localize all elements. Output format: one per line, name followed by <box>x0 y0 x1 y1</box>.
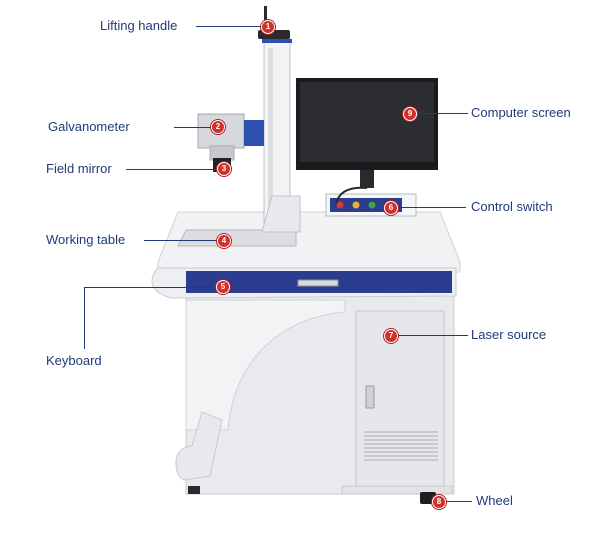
badge-4: 4 <box>217 234 231 248</box>
leader-line-keyboard-v <box>84 287 85 349</box>
label-working-table: Working table <box>46 232 126 247</box>
label-computer-screen: Computer screen <box>471 105 571 120</box>
drawer-handle <box>297 279 339 287</box>
label-keyboard: Keyboard <box>46 353 102 368</box>
galvanometer-bracket <box>209 145 235 161</box>
label-control-switch: Control switch <box>471 199 553 214</box>
door-lock <box>365 385 375 409</box>
monitor-screen <box>300 82 434 162</box>
monitor-cable <box>335 186 368 205</box>
column-scale <box>268 48 273 218</box>
badge-5: 5 <box>216 280 230 294</box>
leader-line-laser-source <box>396 335 468 336</box>
leader-line-control-switch <box>396 207 466 208</box>
label-wheel: Wheel <box>476 493 513 508</box>
badge-3: 3 <box>217 162 231 176</box>
leader-line-working-table <box>144 240 220 241</box>
leader-line-lifting-handle <box>196 26 260 27</box>
leader-line-computer-screen <box>414 113 468 114</box>
badge-2: 2 <box>211 120 225 134</box>
foot-left <box>188 486 200 494</box>
badge-8: 8 <box>432 495 446 509</box>
badge-7: 7 <box>384 329 398 343</box>
label-lifting-handle: Lifting handle <box>100 18 178 33</box>
leader-line-wheel <box>444 501 472 502</box>
column-base <box>261 195 301 233</box>
label-galvanometer: Galvanometer <box>48 119 130 134</box>
galvanometer-blue-mount <box>244 120 264 146</box>
badge-9: 9 <box>403 107 417 121</box>
switch-red <box>336 201 344 209</box>
label-field-mirror: Field mirror <box>46 161 112 176</box>
vent-grille <box>364 431 438 461</box>
handle-blue-collar <box>262 39 292 43</box>
badge-6: 6 <box>384 201 398 215</box>
lifting-handle-stem <box>264 6 267 32</box>
monitor-stand <box>360 168 374 188</box>
base-leg-left <box>175 411 223 481</box>
badge-1: 1 <box>261 20 275 34</box>
leader-line-galvanometer <box>174 127 216 128</box>
switch-green <box>368 201 376 209</box>
leader-line-keyboard-h <box>84 287 218 288</box>
label-laser-source: Laser source <box>471 327 547 342</box>
cabinet-arch <box>185 299 346 431</box>
switch-yellow <box>352 201 360 209</box>
cabinet-plinth <box>341 485 453 495</box>
leader-line-field-mirror <box>126 169 218 170</box>
